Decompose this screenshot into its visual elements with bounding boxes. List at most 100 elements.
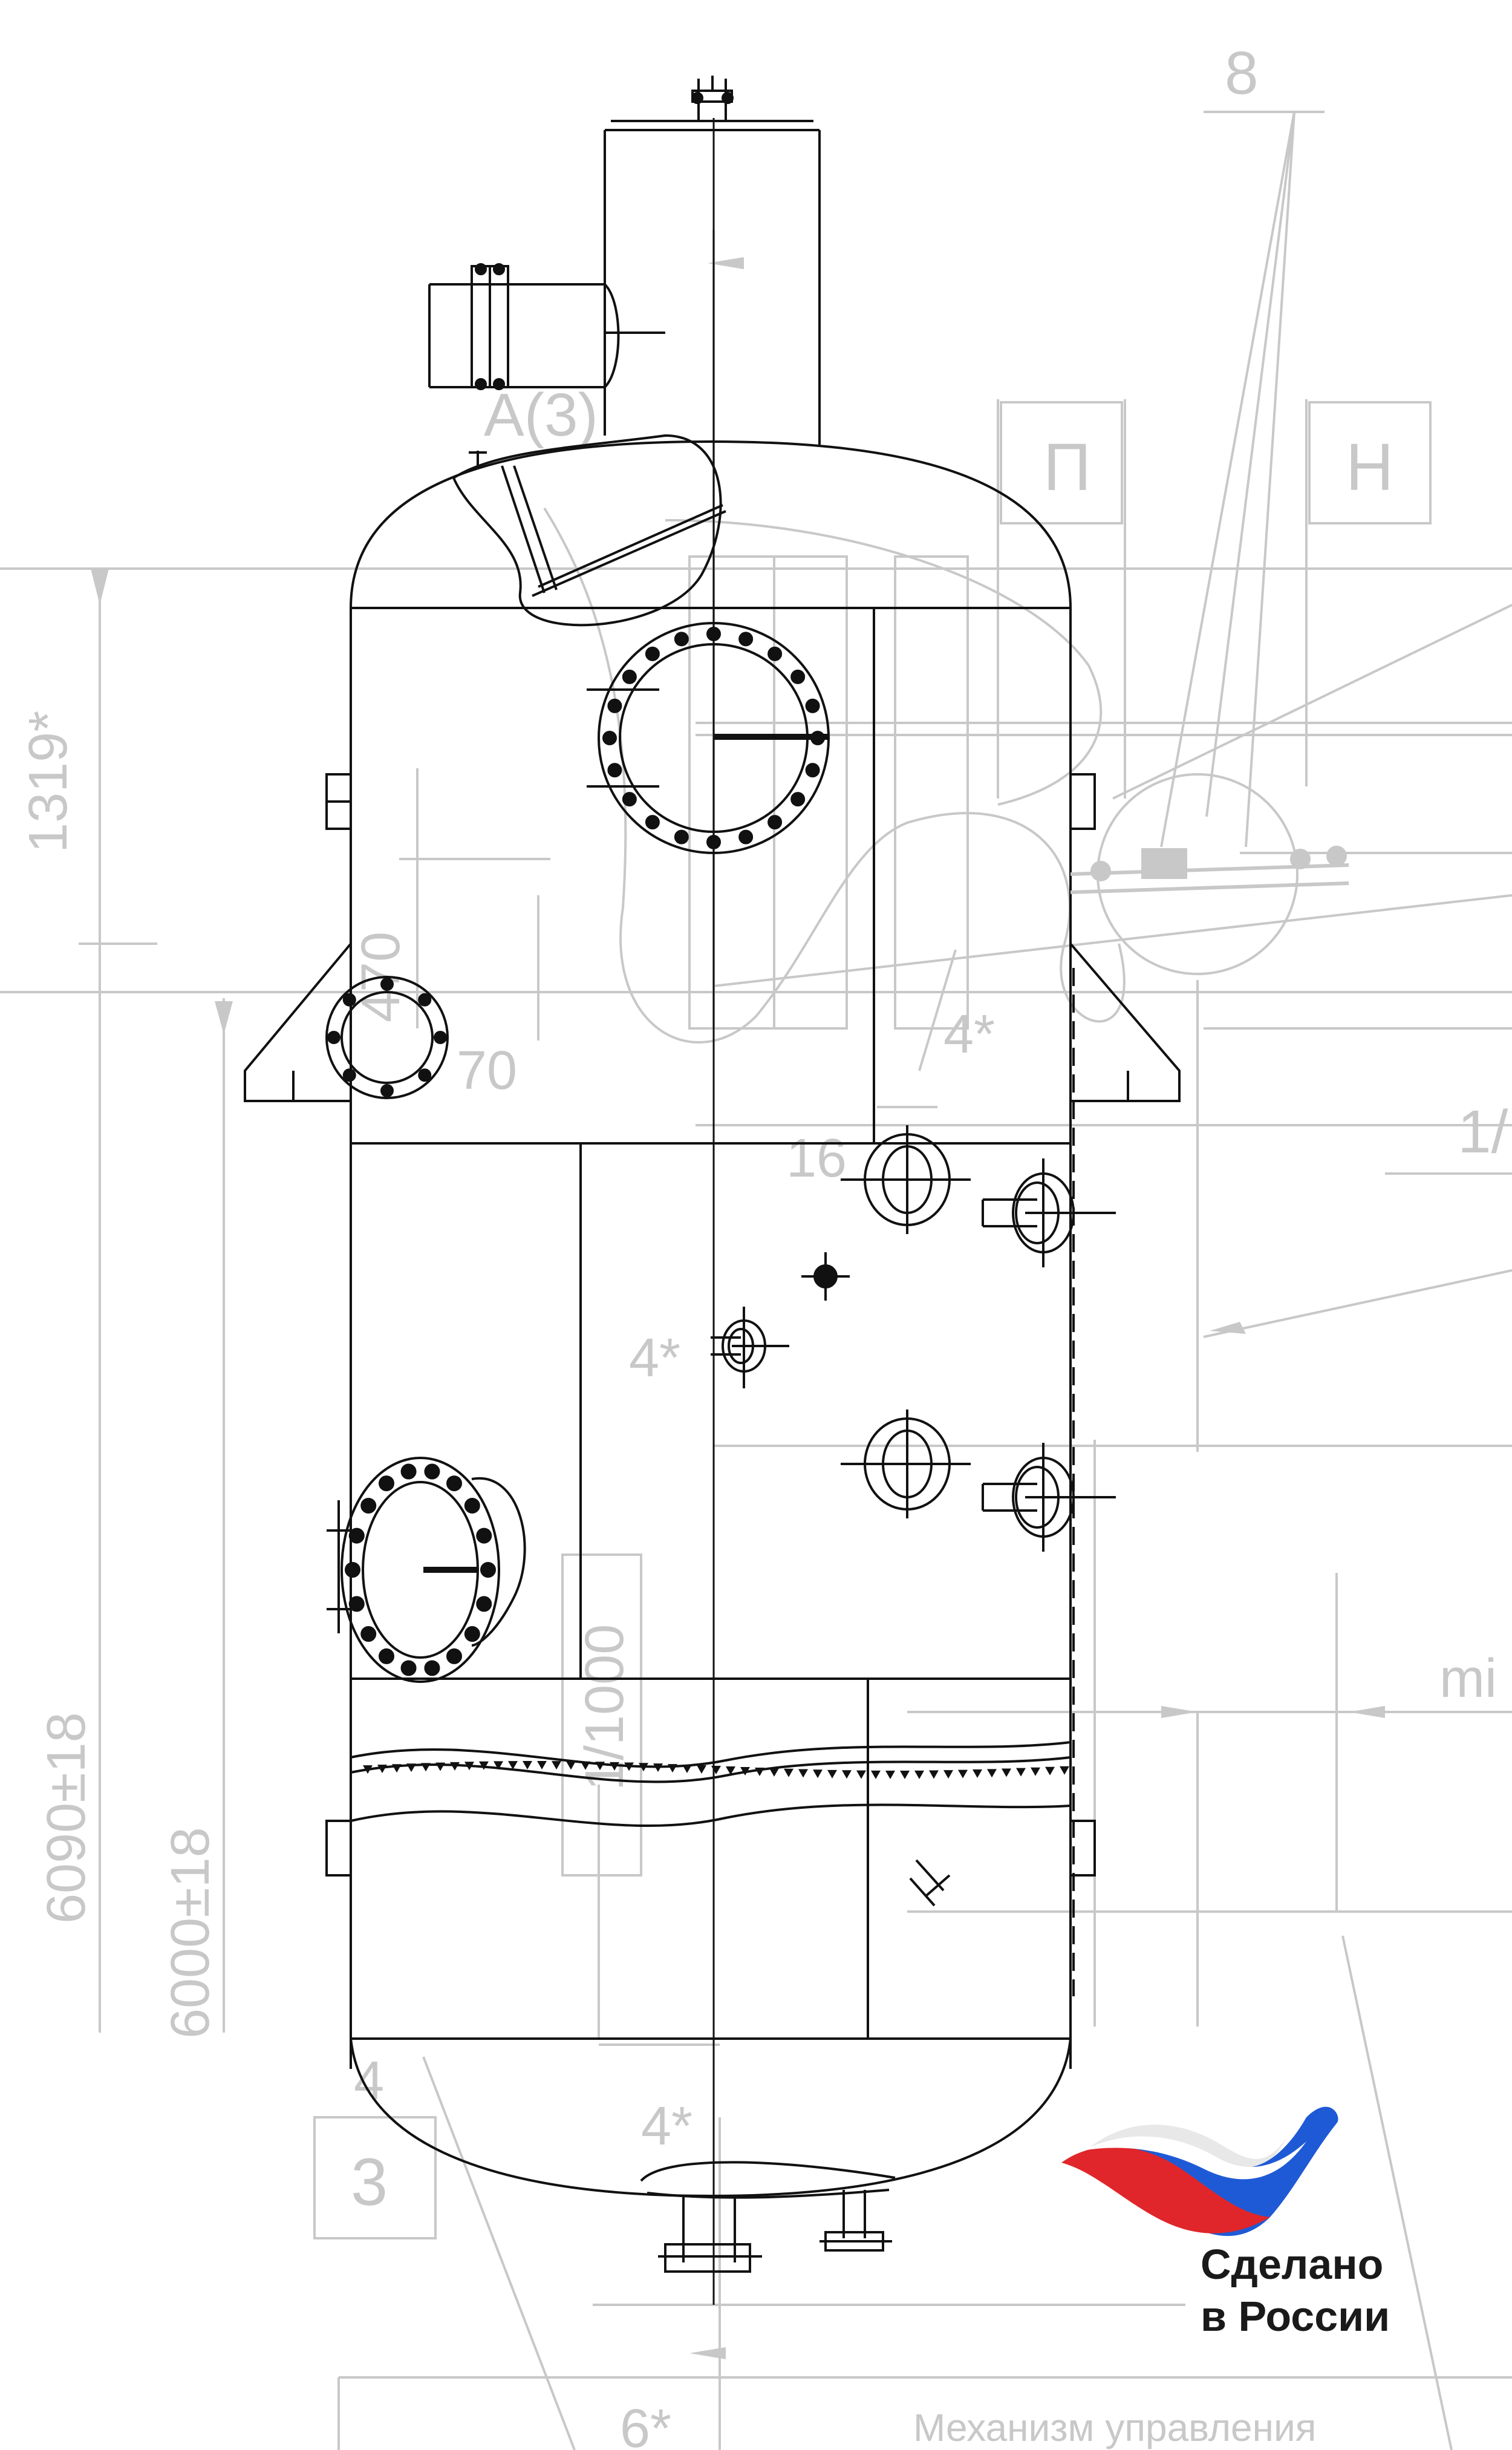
background-drawing <box>0 111 1512 2450</box>
tray-tooth <box>929 1770 939 1779</box>
bolt <box>645 646 660 661</box>
tray-tooth <box>914 1770 924 1779</box>
bolt <box>360 1497 377 1514</box>
label-dim-4-star-upper: 4* <box>943 1004 995 1065</box>
tray-tooth <box>871 1770 881 1779</box>
label-top-right-number: 8 <box>1225 39 1259 107</box>
tray-tooth <box>406 1763 416 1772</box>
bolt <box>602 731 617 745</box>
label-dim-min: mi <box>1439 1648 1497 1709</box>
tray-teeth <box>363 1761 1069 1779</box>
vessel-outline <box>244 76 1181 2305</box>
bolt <box>418 993 432 1007</box>
label-dim-1319: 1319* <box>18 711 79 853</box>
label-dim-1-right: 1/ <box>1458 1098 1508 1166</box>
tray-tooth <box>827 1769 837 1779</box>
lug-nozzle <box>325 976 449 1099</box>
label-dim-4-star-lower: 4* <box>641 2096 692 2157</box>
tray-tooth <box>987 1769 997 1778</box>
tray-tooth <box>1031 1767 1040 1776</box>
bolt <box>607 763 622 778</box>
bolt <box>480 1562 496 1578</box>
tray-tooth <box>508 1761 518 1770</box>
label-dim-70: 70 <box>457 1040 517 1101</box>
label-dim-16: 16 <box>786 1128 847 1189</box>
bolt <box>790 669 806 684</box>
label-callout-a: А(3) <box>484 381 598 449</box>
bolt <box>645 815 660 830</box>
tray-tooth <box>784 1768 793 1777</box>
bolt <box>379 1475 394 1492</box>
bolt <box>622 669 637 684</box>
label-dim-6000: 6000±18 <box>160 1827 221 2039</box>
bolt <box>380 978 394 991</box>
tray-tooth <box>798 1769 808 1778</box>
tray-tooth <box>973 1769 982 1779</box>
bolt <box>342 993 356 1007</box>
label-dim-6090: 6090±18 <box>36 1712 97 1924</box>
label-box-3: 3 <box>351 2145 388 2220</box>
tray-tooth <box>595 1762 605 1771</box>
made-in-russia-badge: Сделано в России <box>1201 2238 1390 2342</box>
bolt <box>348 1596 365 1612</box>
bolt <box>464 1497 480 1514</box>
bolt <box>738 632 754 647</box>
logo-white-stripe <box>1083 2136 1306 2180</box>
tray-tooth <box>697 1765 706 1774</box>
bolt <box>706 627 721 641</box>
tray-tooth <box>1060 1766 1069 1775</box>
label-dim-6-star: 6* <box>620 2399 671 2450</box>
label-box-p: П <box>1043 430 1091 505</box>
bolt <box>706 835 721 849</box>
label-mechanism: Механизм управления <box>913 2406 1316 2449</box>
tray-tooth <box>813 1769 823 1779</box>
logo-red-wave <box>1061 2146 1270 2233</box>
tray-tooth <box>537 1761 547 1770</box>
bolt <box>674 632 689 647</box>
manhole-top <box>587 622 830 854</box>
tray-tooth <box>1045 1766 1055 1775</box>
label-box-n: Н <box>1346 430 1393 505</box>
bolt <box>607 698 622 713</box>
bolt <box>380 1084 394 1097</box>
tray-tooth <box>450 1762 460 1771</box>
tray-tooth <box>523 1761 532 1770</box>
bolt <box>674 829 689 844</box>
tray-tooth <box>479 1761 489 1770</box>
bolt <box>476 1596 492 1612</box>
tray-tooth <box>464 1762 474 1771</box>
badge-line2: в России <box>1201 2293 1390 2340</box>
bolt <box>379 1648 394 1664</box>
bolt <box>446 1648 462 1664</box>
bolt <box>464 1626 480 1642</box>
bolt <box>342 1068 356 1082</box>
tray-tooth <box>377 1765 387 1774</box>
bolt <box>446 1475 462 1492</box>
tray-tooth <box>363 1765 373 1774</box>
tray-tooth <box>885 1770 895 1779</box>
bolt <box>810 731 825 745</box>
tray-tooth <box>668 1764 677 1773</box>
bolt <box>767 646 783 661</box>
tray-tooth <box>552 1761 561 1770</box>
tray-tooth <box>958 1769 968 1779</box>
bolt <box>738 829 754 844</box>
bolt <box>790 792 806 807</box>
tray-tooth <box>494 1761 503 1770</box>
mid-nozzles <box>475 92 1116 1552</box>
manhole-lower <box>327 1457 526 1683</box>
tray-tooth <box>711 1766 721 1775</box>
label-dim-4-star-mid: 4* <box>629 1328 680 1388</box>
tray-tooth <box>653 1763 663 1772</box>
tray-tooth <box>755 1768 764 1777</box>
bolt <box>424 1660 440 1676</box>
tray-tooth <box>566 1761 576 1770</box>
tray-tooth <box>435 1762 445 1771</box>
bolt <box>805 698 820 713</box>
tray-tooth <box>624 1762 634 1771</box>
bolt <box>348 1527 365 1544</box>
tray-tooth <box>639 1763 648 1772</box>
bolt <box>418 1068 432 1082</box>
tray-tooth <box>1016 1768 1026 1777</box>
